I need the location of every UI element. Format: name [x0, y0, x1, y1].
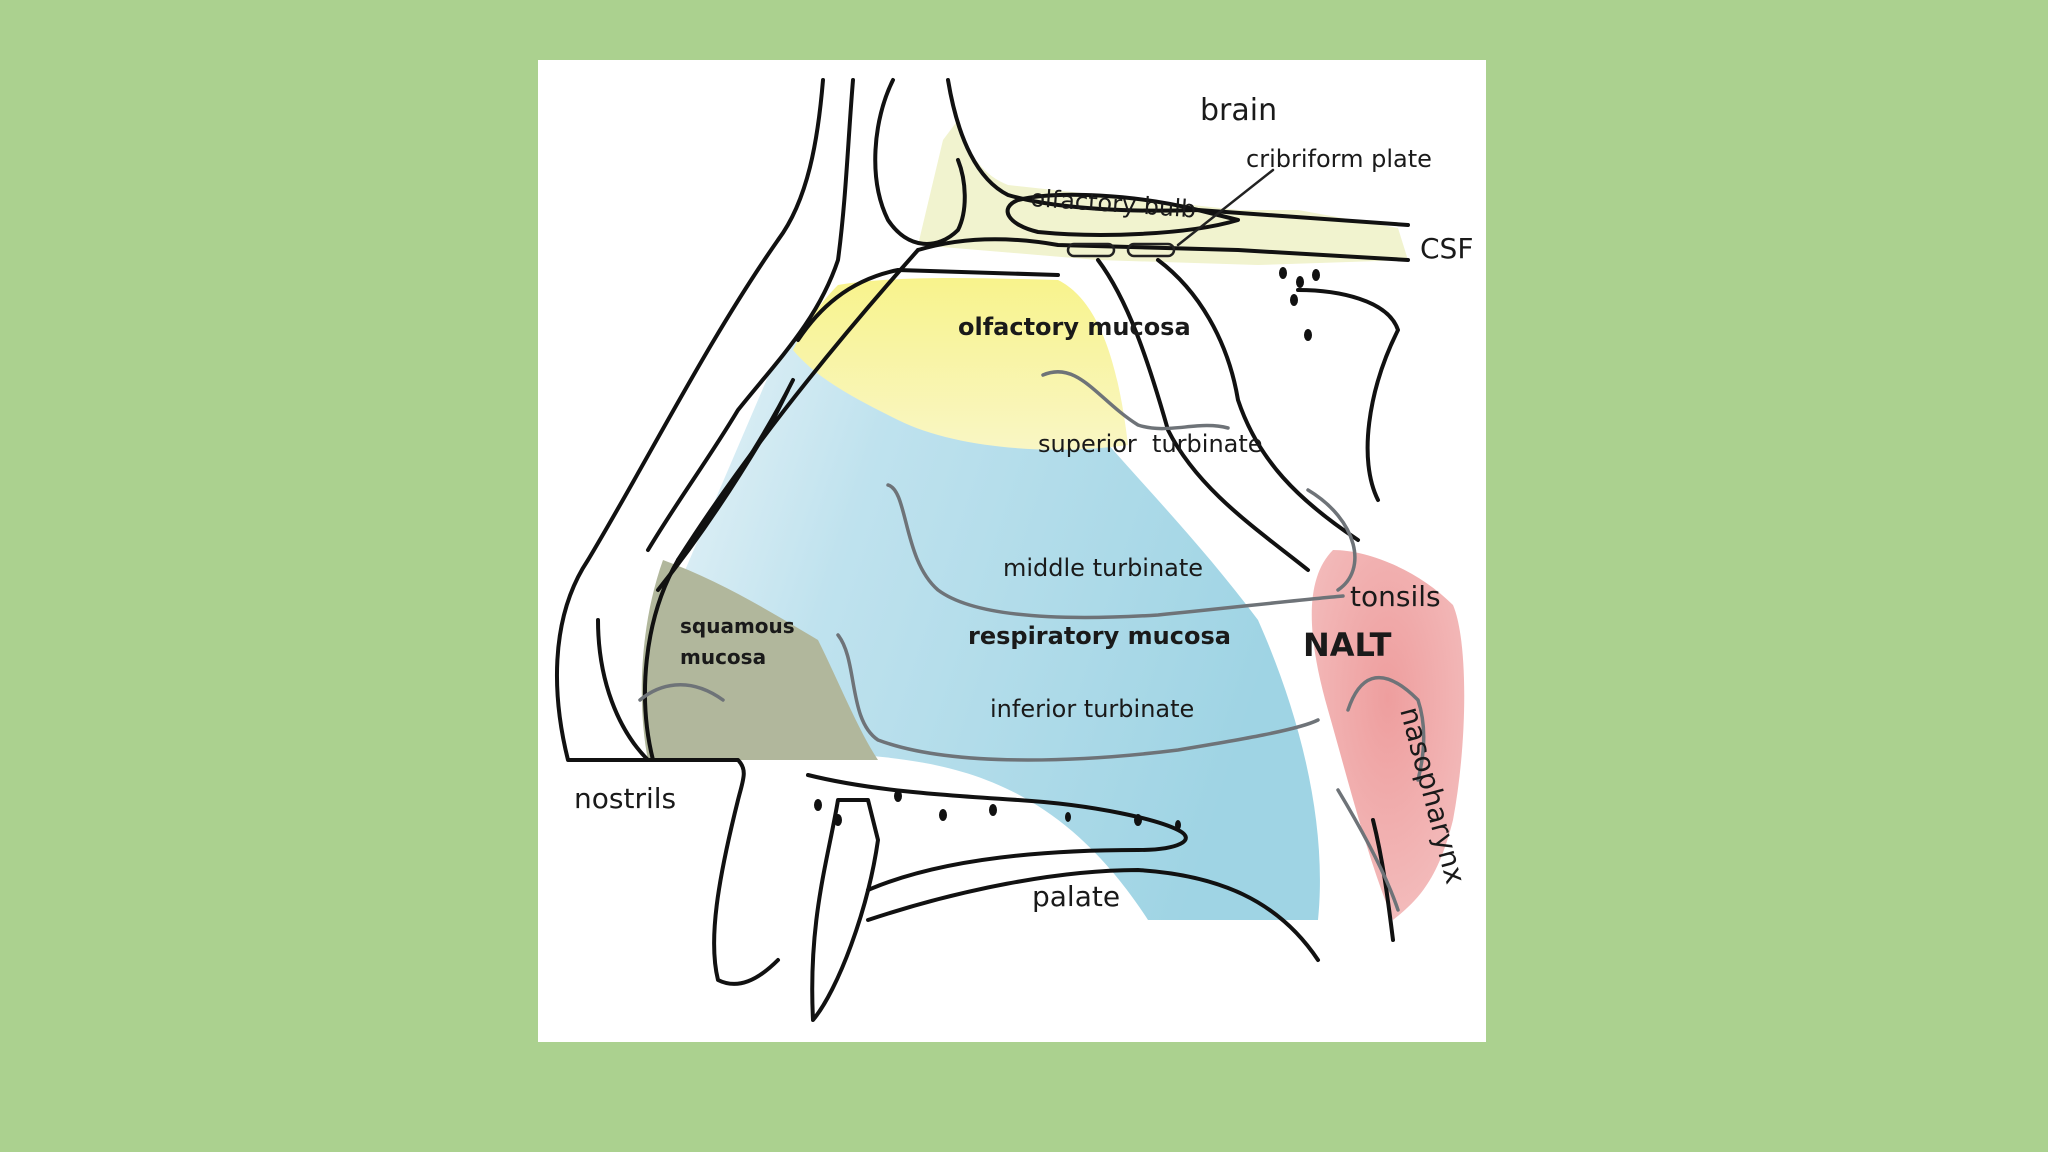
- nostril-front: [596, 618, 780, 986]
- inferior-turbinate-line: [836, 633, 1426, 782]
- label-csf: CSF: [1420, 232, 1473, 265]
- label-squamous-line2: mucosa: [680, 645, 766, 669]
- csf-region: [918, 120, 1408, 265]
- nasal-roof: [796, 268, 1060, 342]
- nasopharynx-line: [1336, 788, 1400, 912]
- label-respiratory-mucosa: respiratory mucosa: [968, 622, 1231, 650]
- diagram-panel: brain cribriform plate olfactory bulb CS…: [538, 60, 1486, 1042]
- squamous-mucosa-region: [641, 560, 878, 760]
- sphenoid-wall-inner: [1156, 258, 1360, 542]
- cribriform-pointer: [1176, 168, 1275, 247]
- sphenoid-sinus: [1296, 288, 1400, 502]
- brain-base: [946, 78, 1410, 227]
- label-middle-turbinate: middle turbinate: [1003, 554, 1203, 582]
- middle-turbinate-line: [886, 483, 1357, 620]
- superior-turbinate-line: [1041, 370, 1230, 431]
- cribriform-hole-1: [1066, 242, 1116, 258]
- olfactory-bulb-outline: [1005, 192, 1240, 237]
- incisor: [810, 798, 880, 1022]
- label-cribriform-plate: cribriform plate: [1246, 145, 1432, 173]
- label-nalt: NALT: [1303, 626, 1392, 664]
- cranial-floor-upper: [916, 237, 1410, 262]
- olfactory-mucosa-region: [793, 277, 1128, 450]
- nose-bridge-inner: [646, 78, 855, 552]
- label-inferior-turbinate: inferior turbinate: [990, 695, 1194, 723]
- bone-speckles: [814, 267, 1320, 830]
- label-squamous-line1: squamous: [680, 614, 795, 638]
- label-brain: brain: [1200, 93, 1277, 128]
- label-tonsils: tonsils: [1350, 580, 1441, 613]
- label-nostrils: nostrils: [574, 782, 676, 815]
- frontal-sinus-wall: [873, 78, 967, 246]
- label-palate: palate: [1032, 880, 1120, 913]
- label-olfactory-mucosa: olfactory mucosa: [958, 313, 1191, 341]
- label-superior-turbinate: superior turbinate: [1038, 430, 1263, 458]
- palate-lower: [866, 868, 1320, 962]
- cribriform-hole-2: [1126, 242, 1176, 258]
- respiratory-mucosa-region: [668, 320, 1320, 920]
- nalt-region: [1311, 550, 1465, 920]
- nasal-bone-slot: [656, 378, 795, 592]
- nasal-cavity-diagram: brain cribriform plate olfactory bulb CS…: [555, 78, 1473, 1022]
- squamous-fold-line: [638, 683, 725, 702]
